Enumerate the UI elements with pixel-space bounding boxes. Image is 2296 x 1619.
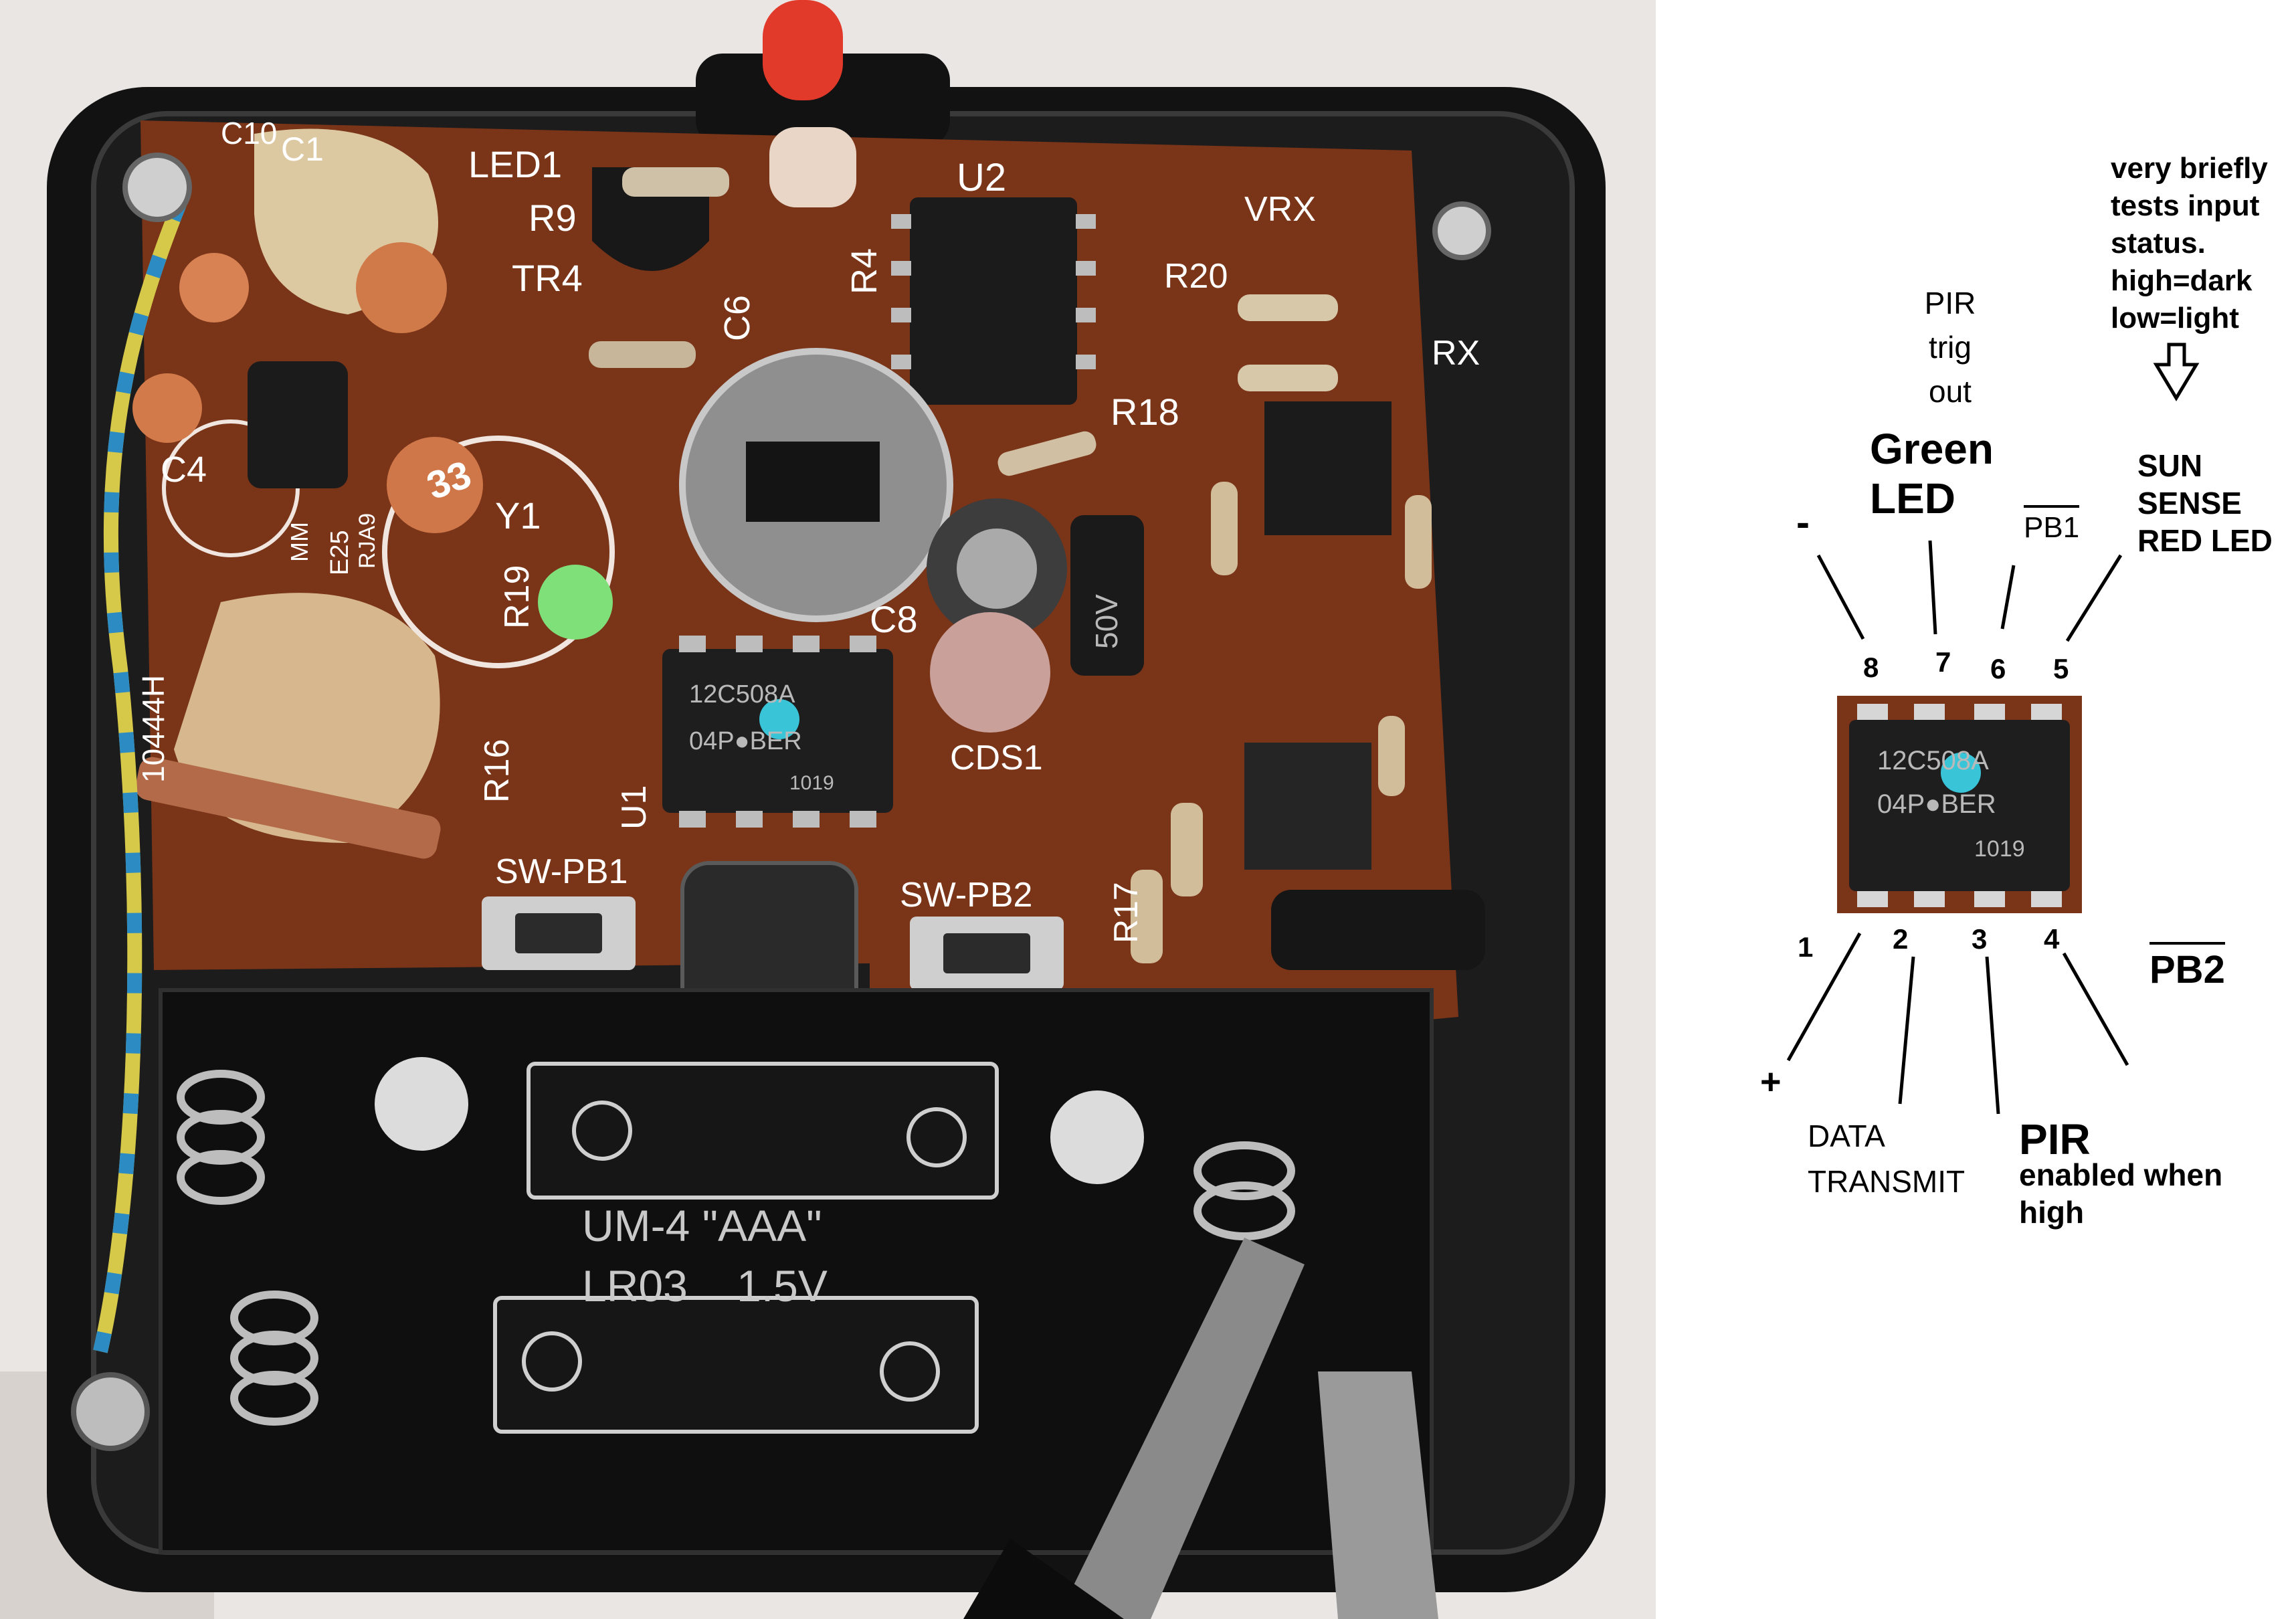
label-r9: R9 bbox=[529, 197, 577, 239]
label-r4: R4 bbox=[844, 248, 884, 294]
label-led1: LED1 bbox=[468, 143, 562, 185]
label-mm: MM bbox=[286, 522, 313, 562]
u1-line-2: 04P●BER bbox=[689, 727, 802, 755]
label-u2: U2 bbox=[957, 156, 1006, 199]
pb1-label: PB1 bbox=[2024, 505, 2080, 544]
pin-3: 3 bbox=[1972, 923, 1988, 955]
label-rja9: RJA9 bbox=[355, 513, 380, 569]
pir-enable-title: PIR bbox=[2019, 1115, 2091, 1163]
label-vrx: VRX bbox=[1244, 190, 1316, 229]
chip-line-1: 12C508A bbox=[1877, 746, 1989, 775]
leader-pin-3 bbox=[1985, 956, 2000, 1115]
label-tr4: TR4 bbox=[512, 257, 583, 299]
pin-8: 8 bbox=[1863, 652, 1879, 683]
green-led-label: Green LED bbox=[1870, 424, 1994, 523]
pin-1: 1 bbox=[1798, 931, 1814, 963]
label-10444h: 10444H bbox=[136, 675, 171, 783]
green-led-line-2: LED bbox=[1870, 474, 1955, 522]
leader-pin-8 bbox=[1816, 554, 1865, 640]
pb2-label: PB2 bbox=[2149, 942, 2225, 991]
pin-4: 4 bbox=[2044, 923, 2060, 955]
u1-line-3: 1019 bbox=[789, 772, 834, 794]
label-c8: C8 bbox=[870, 598, 918, 640]
cds-sensor bbox=[930, 612, 1050, 733]
label-y1: Y1 bbox=[495, 494, 541, 537]
label-r19: R19 bbox=[498, 565, 537, 629]
pir-trig-line-1: PIR bbox=[1924, 286, 1976, 320]
pir-trig-out-label: PIR trig out bbox=[1897, 281, 2004, 413]
label-sw-pb1: SW-PB1 bbox=[495, 852, 628, 891]
label-c4: C4 bbox=[161, 450, 207, 490]
circuit-board-photo: 33 bbox=[0, 0, 1656, 1619]
chip-line-3: 1019 bbox=[1974, 836, 2025, 862]
pin-6: 6 bbox=[1990, 653, 2006, 684]
chip-line-2: 04P●BER bbox=[1877, 789, 1996, 819]
pir-enable-label: enabled when high bbox=[2019, 1156, 2222, 1231]
note-line-5: low=light bbox=[2111, 302, 2239, 335]
label-rx: RX bbox=[1432, 334, 1480, 373]
note-line-4: high=dark bbox=[2111, 264, 2253, 297]
leader-pin-7 bbox=[1928, 540, 1937, 635]
pin-5: 5 bbox=[2053, 653, 2069, 684]
data-transmit-line-1: DATA bbox=[1808, 1119, 1885, 1153]
note-line-2: tests input bbox=[2111, 189, 2260, 222]
label-c10: C10 bbox=[221, 116, 277, 151]
label-r20: R20 bbox=[1164, 257, 1228, 296]
pir-trig-line-2: trig bbox=[1929, 330, 1972, 365]
label-cds1: CDS1 bbox=[950, 739, 1043, 777]
leader-pin-5 bbox=[2065, 554, 2123, 642]
label-50v: 50V bbox=[1089, 594, 1124, 649]
chip-graphic: 12C508A 04P●BER 1019 bbox=[1849, 704, 2070, 907]
label-c6: C6 bbox=[717, 295, 757, 341]
red-led bbox=[763, 0, 843, 100]
pin-7: 7 bbox=[1935, 646, 1951, 678]
data-transmit-line-2: TRANSMIT bbox=[1808, 1164, 1966, 1199]
sun-sense-label: SUN SENSE RED LED bbox=[2137, 447, 2273, 559]
label-r16: R16 bbox=[478, 739, 516, 803]
label-r18: R18 bbox=[1111, 391, 1179, 433]
label-c1: C1 bbox=[281, 130, 324, 168]
mold-line-2: LR03 1.5V bbox=[582, 1261, 828, 1311]
pin-2: 2 bbox=[1893, 923, 1909, 955]
sun-sense-line-1: SUN bbox=[2137, 448, 2203, 483]
board-photo-graphic: 33 bbox=[0, 0, 1656, 1619]
label-u1: U1 bbox=[615, 785, 654, 830]
data-transmit-label: DATA TRANSMIT bbox=[1808, 1113, 1965, 1204]
leader-pin-6 bbox=[2000, 565, 2016, 630]
green-led-line-1: Green bbox=[1870, 425, 1994, 473]
leader-pin-4 bbox=[2062, 952, 2129, 1066]
sun-sense-line-3: RED LED bbox=[2137, 523, 2273, 558]
label-e25: E25 bbox=[326, 530, 354, 575]
mold-line-1: UM-4 "AAA" bbox=[582, 1201, 822, 1250]
pinout-diagram: very briefly tests input status. high=da… bbox=[1656, 0, 2296, 1619]
u1-line-1: 12C508A bbox=[689, 680, 795, 708]
chip-photo-crop: 12C508A 04P●BER 1019 bbox=[1837, 696, 2082, 913]
label-r17: R17 bbox=[1107, 882, 1145, 943]
note-line-1: very briefly bbox=[2111, 152, 2268, 185]
green-led bbox=[538, 565, 613, 640]
minus-label: - bbox=[1796, 500, 1810, 545]
label-sw-pb2: SW-PB2 bbox=[900, 876, 1032, 915]
pir-trig-line-3: out bbox=[1929, 374, 1972, 409]
input-status-note: very briefly tests input status. high=da… bbox=[2111, 150, 2268, 337]
leader-pin-2 bbox=[1898, 956, 1915, 1105]
sun-sense-line-2: SENSE bbox=[2137, 486, 2242, 520]
plus-label: + bbox=[1760, 1062, 1782, 1102]
pir-enable-line-2: high bbox=[2019, 1195, 2085, 1230]
down-arrow-icon bbox=[2153, 343, 2200, 401]
note-line-3: status. bbox=[2111, 227, 2206, 260]
pir-enable-line-1: enabled when bbox=[2019, 1157, 2223, 1192]
